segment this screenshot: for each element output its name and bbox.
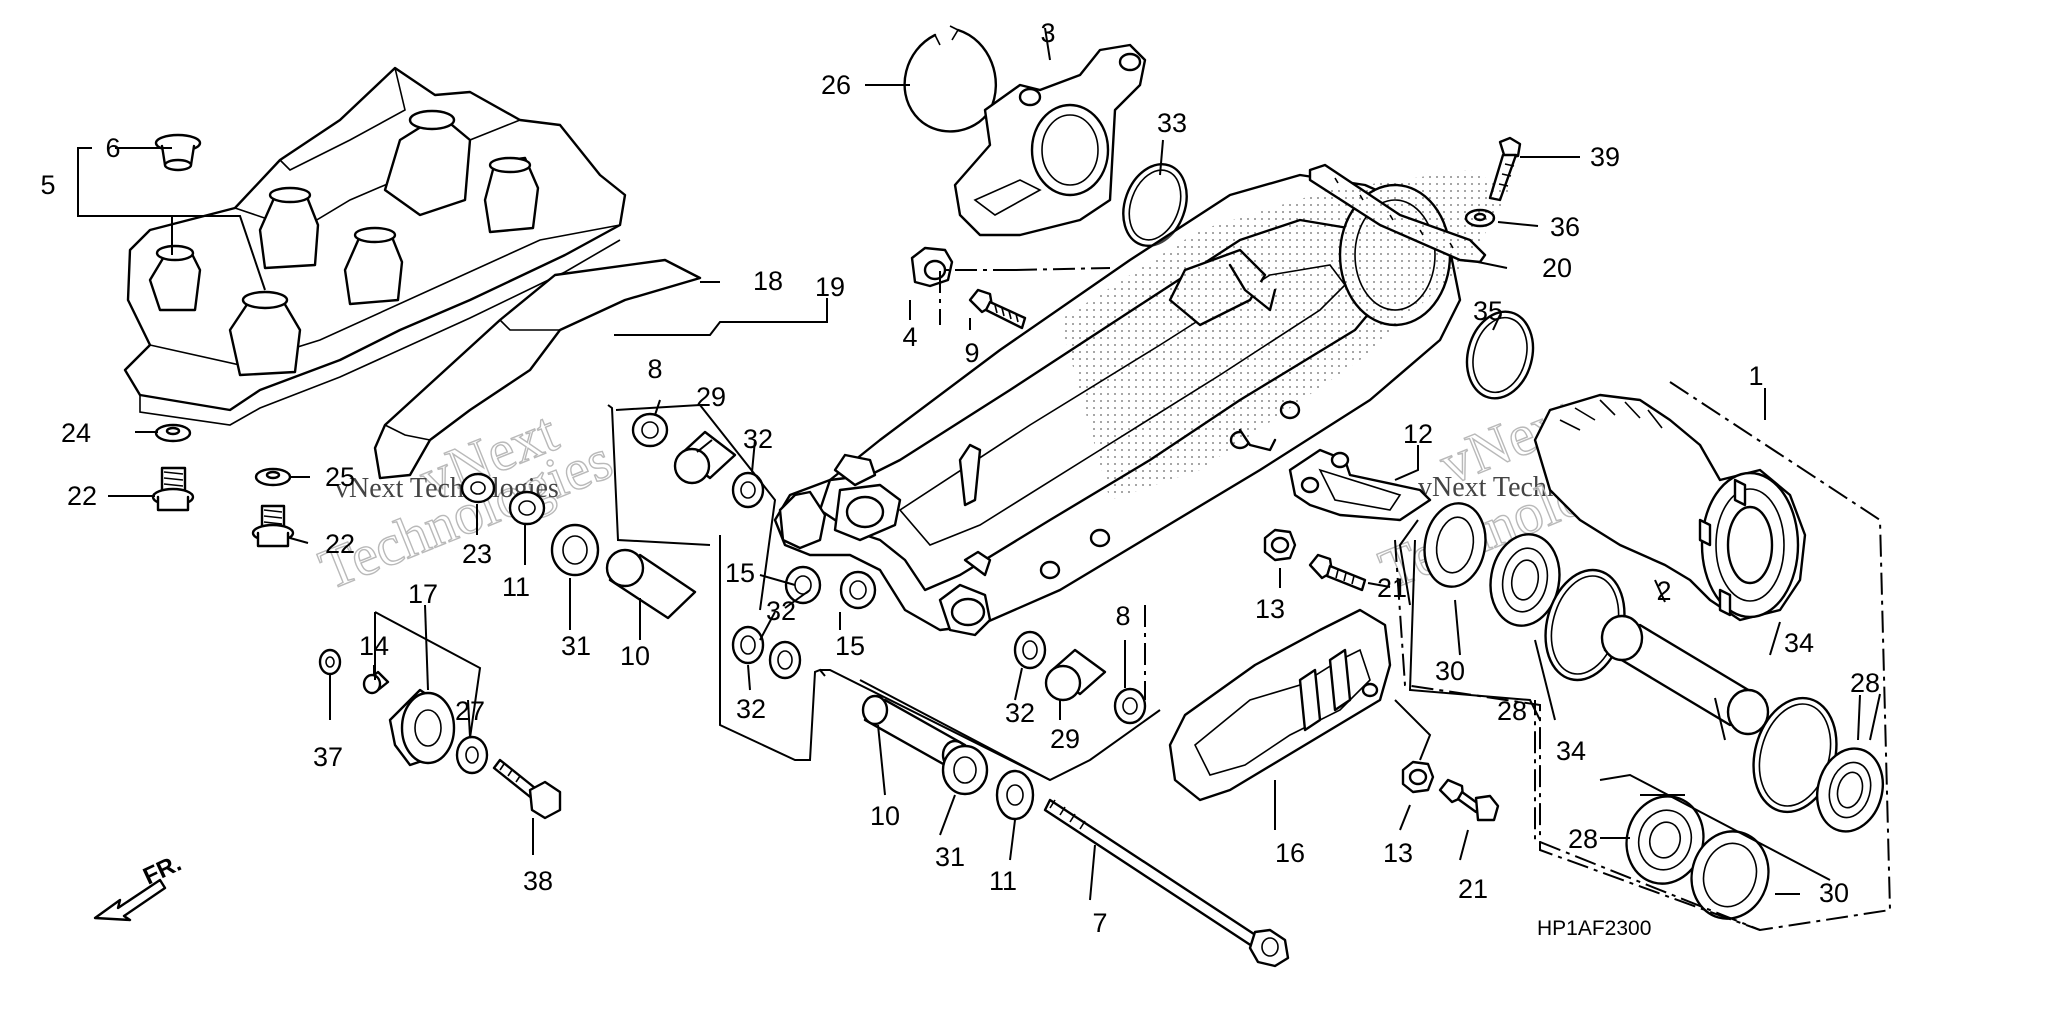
pivot-bushing-part [460,412,1147,725]
o-ring-part [1465,310,1535,400]
circlip-part [903,25,998,133]
callout-33: 33 [1157,108,1187,138]
callout-19: 19 [815,272,845,302]
callout-11-upper: 11 [502,572,530,602]
front-arrow-icon: FR. [93,850,186,922]
callout-24: 24 [61,418,91,448]
callout-39: 39 [1590,142,1620,172]
callout-37: 37 [313,742,343,772]
callout-38: 38 [523,866,553,896]
flange-bolt-part [151,466,295,548]
front-direction-label: FR. [139,850,185,891]
callout-21-upper: 21 [1377,573,1407,603]
callout-3: 3 [1040,18,1055,48]
callout-28-right: 28 [1850,668,1880,698]
diagram-code: HP1AF2300 [1537,917,1651,940]
callout-31-upper: 31 [561,631,591,661]
leader-lines [77,27,1892,932]
callout-20: 20 [1542,253,1572,283]
o-ring-part [1122,163,1188,247]
callout-22-left: 22 [67,481,97,511]
oil-seal-part [1423,502,1487,588]
callout-27: 27 [455,696,485,726]
bearing-part [1816,747,1884,833]
callout-28-lower: 28 [1568,824,1598,854]
nut-part [910,246,954,288]
callout-23: 23 [462,539,492,569]
callout-10-lower: 10 [870,801,900,831]
flange-bolt-part [1438,778,1500,822]
callout-32-a: 32 [743,424,773,454]
callout-15-lower: 15 [835,631,865,661]
callout-15-upper: 15 [725,558,755,588]
callout-30-upper: 30 [1435,656,1465,686]
callout-labels: 1 2 3 4 5 6 7 8 8 9 10 10 11 11 12 13 13… [40,18,1880,938]
callout-32-c: 32 [736,694,766,724]
chain-guard-part [1168,608,1392,802]
callout-18: 18 [753,266,783,296]
callout-26: 26 [821,70,851,100]
nut-part [1263,528,1297,562]
callout-28-upper: 28 [1497,696,1527,726]
callout-1: 1 [1748,361,1763,391]
callout-2: 2 [1656,576,1671,606]
callout-11-lower: 11 [989,866,1017,896]
callout-32-d: 32 [1005,698,1035,728]
small-bolt-part [968,288,1027,330]
bearing-part [1625,795,1705,885]
guide-plate-part [1288,448,1432,522]
caliper-bracket-part [953,43,1147,237]
callout-5: 5 [40,170,55,200]
spacer-tube-part [1600,614,1770,736]
bearing-holder-part [1533,393,1807,622]
callout-10-upper: 10 [620,641,650,671]
rubber-cap-part [154,133,202,172]
callout-7: 7 [1092,908,1107,938]
callout-30-lower: 30 [1819,878,1849,908]
callout-21-lower: 21 [1458,874,1488,904]
callout-35: 35 [1473,296,1503,326]
callout-13-lower: 13 [1383,838,1413,868]
nut-part [1401,760,1435,794]
callout-14: 14 [359,631,389,661]
chain-slider-part [373,258,702,480]
shadow-region [1060,170,1510,500]
skid-plate-part [123,66,627,426]
callout-36: 36 [1550,212,1580,242]
callout-4: 4 [902,322,917,352]
pivot-bolt-part [1043,798,1290,968]
flange-bolt-part [1308,553,1367,592]
callout-12: 12 [1403,419,1433,449]
roller-assembly-part [318,648,562,820]
callout-29-lower: 29 [1050,724,1080,754]
callout-34-left: 34 [1556,736,1586,766]
callout-16: 16 [1275,838,1305,868]
callout-29-upper: 29 [696,382,726,412]
pivot-collar-part [861,694,1035,821]
callout-17: 17 [408,579,438,609]
callout-13-upper: 13 [1255,594,1285,624]
callout-32-b: 32 [766,596,796,626]
callout-34-right: 34 [1784,628,1814,658]
callout-25: 25 [325,462,355,492]
callout-8-left: 8 [647,354,662,384]
callout-31-lower: 31 [935,842,965,872]
callout-6: 6 [105,133,120,163]
callout-9: 9 [964,338,979,368]
callout-22-right: 22 [325,529,355,559]
callout-8-right: 8 [1115,601,1130,631]
bearing-part [1489,533,1561,627]
